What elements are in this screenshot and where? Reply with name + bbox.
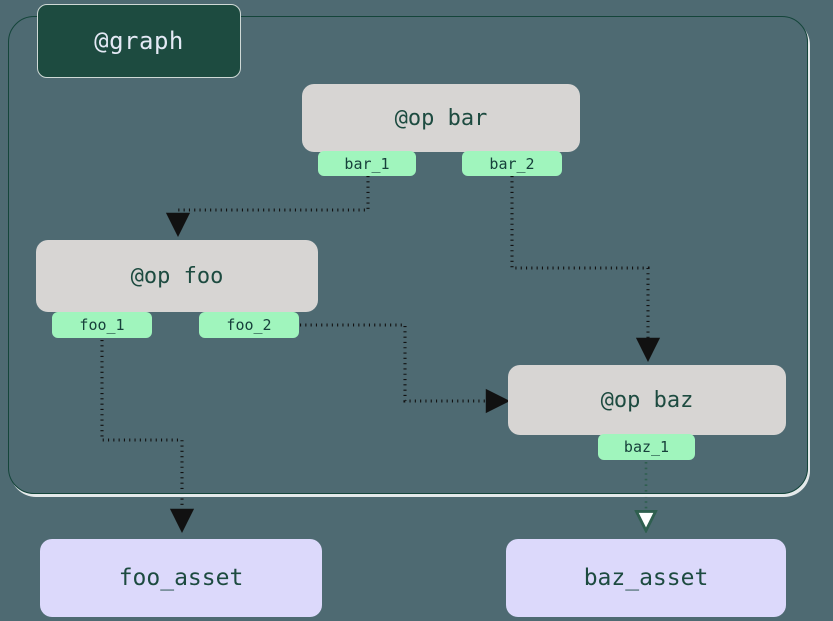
port-baz_1[interactable]: baz_1: [598, 434, 695, 460]
port-bar_1[interactable]: bar_1: [318, 151, 416, 176]
op-node-foo-title: @op foo: [130, 263, 224, 289]
asset-node-foo_asset[interactable]: foo_asset: [40, 539, 322, 617]
op-node-baz-title: @op baz: [600, 387, 694, 413]
asset-node-baz_asset-label: baz_asset: [583, 565, 709, 591]
port-foo_2[interactable]: foo_2: [199, 312, 299, 338]
op-node-bar-title: @op bar: [394, 105, 488, 131]
graph-boundary: [8, 16, 808, 494]
port-bar_1-label: bar_1: [344, 154, 390, 173]
port-foo_1[interactable]: foo_1: [52, 312, 152, 338]
asset-node-baz_asset[interactable]: baz_asset: [506, 539, 786, 617]
graph-label[interactable]: @graph: [37, 4, 241, 78]
op-node-foo[interactable]: @op foo: [36, 240, 318, 312]
port-foo_1-label: foo_1: [79, 316, 125, 334]
op-node-bar[interactable]: @op bar: [302, 84, 580, 152]
op-node-baz[interactable]: @op baz: [508, 365, 786, 435]
port-bar_2[interactable]: bar_2: [462, 151, 562, 176]
port-baz_1-label: baz_1: [623, 438, 670, 456]
port-foo_2-label: foo_2: [226, 316, 272, 334]
asset-node-foo_asset-label: foo_asset: [118, 565, 244, 591]
port-bar_2-label: bar_2: [489, 154, 535, 173]
